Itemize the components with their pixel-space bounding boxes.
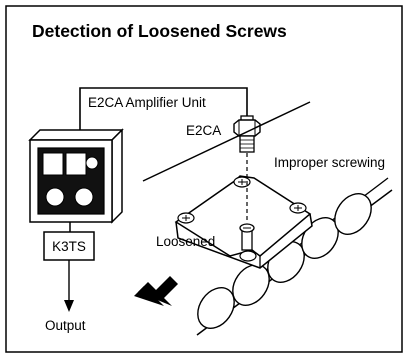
sensor-cable xyxy=(79,87,248,132)
loosened-label: Loosened xyxy=(156,234,215,249)
conveyor-rollers xyxy=(197,193,372,329)
diagram-title: Detection of Loosened Screws xyxy=(32,21,287,41)
sensor-label: E2CA xyxy=(186,123,221,138)
k3ts-box xyxy=(43,231,95,261)
conveyor-rail-top xyxy=(142,101,311,182)
amplifier-unit-label: E2CA Amplifier Unit xyxy=(88,95,206,110)
k3ts-label: K3TS xyxy=(52,239,86,254)
e2ca-sensor xyxy=(233,115,261,153)
amplifier-unit xyxy=(28,128,124,224)
improper-screwing-label: Improper screwing xyxy=(274,155,385,170)
loosened-screw xyxy=(239,223,255,251)
direction-arrow xyxy=(134,276,178,306)
output-arrowhead xyxy=(64,300,74,312)
output-label: Output xyxy=(45,318,86,333)
